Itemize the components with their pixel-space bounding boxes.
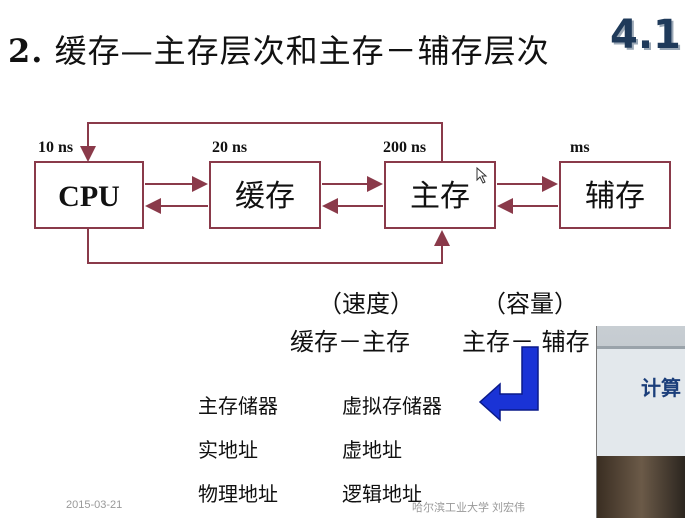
speed-label: （速度） [318,290,414,318]
title-text: 缓存—主存层次和主存－辅存层次 [54,32,550,70]
main-memory-label: 主存 [410,179,470,214]
section-badge: 4.1 [610,12,681,58]
footer-credit: 哈尔滨工业大学 刘宏伟 [412,502,526,514]
timing-aux: ms [570,139,590,156]
cache-main-level: 缓存－主存 [290,328,410,356]
title-number: 2. [8,32,44,70]
aux-memory-label: 辅存 [585,179,645,214]
video-sign-text: 计算 [641,376,681,400]
video-lower-area [597,456,685,518]
bottom-feedback-line [87,228,450,264]
cpu-box [34,161,144,229]
right-item-1: 虚地址 [342,438,402,462]
slide-title: 2. 缓存—主存层次和主存－辅存层次 [8,26,550,72]
right-item-0: 虚拟存储器 [342,394,442,418]
capacity-label: （容量） [482,290,578,318]
timing-main: 200 ns [383,139,426,156]
cache-label: 缓存 [235,179,295,214]
mouse-cursor-icon [476,166,488,184]
left-item-0: 主存储器 [198,394,278,418]
top-feedback-line [80,122,443,162]
timing-cpu: 10 ns [38,139,73,156]
left-item-1: 实地址 [198,438,258,462]
cpu-label: CPU [58,180,120,213]
main-aux-level: 主存－ 辅存 [462,328,590,356]
footer-date: 2015-03-21 [66,499,123,511]
blue-bent-arrow-icon [478,346,539,422]
right-item-2: 逻辑地址 [342,482,422,506]
aux-memory-box [559,161,671,229]
cache-box [209,161,321,229]
timing-cache: 20 ns [212,139,247,156]
video-background-wall [597,346,685,459]
presenter-video-overlay: 计算 [596,326,685,518]
left-item-2: 物理地址 [198,482,278,506]
